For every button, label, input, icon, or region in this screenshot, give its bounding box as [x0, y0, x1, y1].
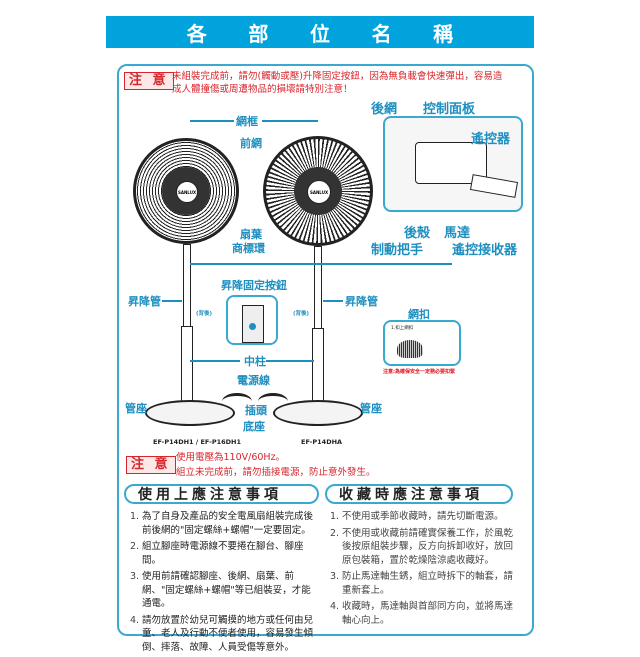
warning-badge-top: 注 意 — [124, 72, 174, 90]
label-center-pole: 中柱 — [244, 355, 266, 368]
warning-line-2: 成人體撞傷或周遭物品的損壞請特別注意！ — [172, 84, 353, 95]
label-lift-pipe-right: 昇降管 — [345, 295, 378, 308]
label-grille-clip: 網扣 — [408, 308, 430, 321]
label-power-cord: 電源線 — [237, 374, 270, 387]
warning-badge-bottom: 注 意 — [126, 456, 176, 474]
center-pole-right — [312, 328, 324, 408]
storage-notes-title: 收藏時應注意事項 — [339, 487, 483, 503]
warning-assembly: 組立未完成前，請勿插接電源，防止意外發生。 — [176, 467, 376, 478]
logo-ring-left: SANLUX — [176, 181, 198, 203]
model-right: EF-P14DHA — [301, 438, 343, 446]
base-left — [145, 400, 235, 426]
label-back-right: (背後) — [293, 311, 310, 317]
logo-ring-right: SANLUX — [307, 180, 331, 204]
lift-pipe-left — [183, 244, 191, 334]
label-pipe-base-right: 管座 — [360, 402, 382, 415]
warning-text-bottom: 使用電壓為110V/60Hz。 組立未完成前，請勿插接電源，防止意外發生。 — [176, 451, 376, 479]
label-lift-lock-button: 昇降固定按鈕 — [221, 279, 287, 292]
title-char: 名 — [371, 21, 392, 46]
base-right — [273, 400, 363, 426]
power-cord-right — [258, 393, 288, 410]
usage-notes-list: 1.為了自身及產品的安全電風扇組裝完成後前後網的"固定螺絲+螺帽"一定要固定。 … — [130, 510, 318, 657]
fan-head-right: SANLUX — [263, 136, 373, 246]
title-char: 部 — [248, 21, 269, 46]
list-item: 4.收藏時，馬達軸與首部同方向，並將馬達軸心向上。 — [330, 601, 514, 626]
content-frame — [117, 64, 534, 636]
label-pipe-base-left: 管座 — [125, 402, 147, 415]
page-title-bar: 各 部 位 名 稱 — [106, 16, 534, 48]
label-remote: 遙控器 — [471, 132, 511, 147]
label-motor: 馬達 — [444, 226, 471, 241]
list-item: 2.組立腳座時電源線不要捲在腳台、腳座間。 — [130, 541, 304, 566]
list-item: 1.為了自身及產品的安全電風扇組裝完成後前後網的"固定螺絲+螺帽"一定要固定。 — [130, 511, 314, 536]
label-rear-shell: 後殼 — [404, 226, 431, 241]
list-item: 3.防止馬達軸生銹，組立時拆下的軸套，請重新套上。 — [330, 571, 514, 596]
label-rear-grille: 後網 — [371, 102, 398, 117]
usage-notes-header: 使用上應注意事項 — [124, 484, 319, 504]
label-blade: 扇葉 — [240, 228, 262, 241]
remote-illustration — [469, 174, 519, 198]
clip-inset-note: 注意:為確保安全一定務必要扣緊 — [383, 369, 456, 375]
title-char: 各 — [186, 21, 207, 46]
lift-button-inset — [226, 295, 278, 345]
label-lift-pipe-left: 昇降管 — [128, 295, 161, 308]
motor-detail-inset — [383, 116, 523, 212]
label-control-panel: 控制面板 — [423, 102, 476, 117]
usage-notes-title: 使用上應注意事項 — [138, 487, 282, 503]
label-brake-handle: 制動把手 — [371, 243, 424, 258]
list-item: 1.不使用或季節收藏時，請先切斷電源。 — [330, 511, 504, 522]
center-pole-left — [181, 326, 193, 408]
list-item: 4.請勿放置於幼兒可觸摸的地方或任何由兒童、老人及行動不便者使用，容易發生傾倒、… — [130, 614, 314, 653]
lift-button-dot — [249, 323, 256, 330]
clip-inset-caption: 1.扣上網扣 — [391, 326, 414, 331]
list-item: 3.使用前請確認腳座、後網、扇葉、前網、"固定螺絲+螺帽"等已組裝妥，才能通電。 — [130, 571, 311, 609]
fan-head-left: SANLUX — [133, 138, 239, 244]
grille-clip-inset: 1.扣上網扣 — [383, 320, 461, 366]
storage-notes-header: 收藏時應注意事項 — [325, 484, 513, 504]
power-cord-left — [222, 393, 252, 410]
title-char: 稱 — [433, 21, 454, 46]
label-plug: 插頭 — [245, 404, 267, 417]
label-back-left: (背後) — [196, 311, 213, 317]
lift-pipe-right — [314, 246, 322, 336]
warning-voltage: 使用電壓為110V/60Hz。 — [176, 452, 286, 463]
clip-illustration — [397, 340, 423, 358]
warning-line-1: 未組裝完成前，請勿(觸動或壓)升降固定按鈕，因為無負載會快速彈出，容易造 — [172, 71, 503, 82]
title-char: 位 — [309, 21, 330, 46]
label-logo-ring: 商標環 — [232, 242, 265, 255]
label-grille-frame: 網框 — [236, 115, 258, 128]
storage-notes-list: 1.不使用或季節收藏時，請先切斷電源。 2.不使用或收藏前請確實保養工作，於風乾… — [330, 510, 518, 630]
warning-text-top: 未組裝完成前，請勿(觸動或壓)升降固定按鈕，因為無負載會快速彈出，容易造 成人體… — [172, 70, 528, 96]
label-remote-receiver: 遙控接收器 — [452, 243, 518, 258]
label-front-grille: 前網 — [240, 137, 262, 150]
list-item: 2.不使用或收藏前請確實保養工作，於風乾後按原組裝步驟，反方向拆卸收好，放回原包… — [330, 527, 514, 566]
label-base: 底座 — [243, 420, 265, 433]
model-left: EF-P14DH1 / EF-P16DH1 — [153, 438, 241, 446]
